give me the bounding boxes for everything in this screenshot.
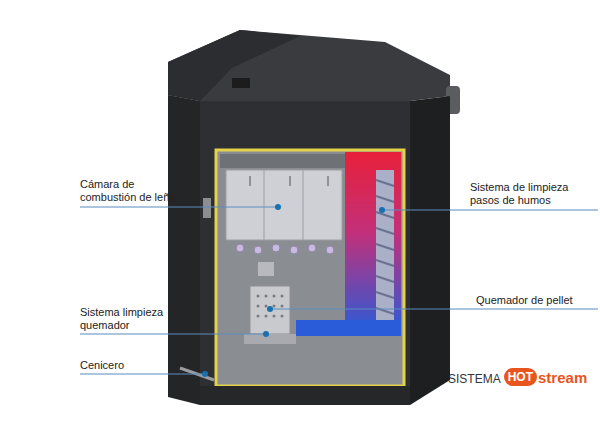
callout-label: Sistema limpieza quemador	[80, 306, 180, 332]
logo-text: stream	[538, 369, 587, 386]
logo-badge: HOT	[504, 368, 537, 386]
callout-label: Cenicero	[80, 359, 180, 372]
callout-label: Quemador de pellet	[476, 294, 596, 307]
callout-label: Cámara de combustión de leña	[80, 178, 188, 204]
callout-label: Sistema de limpieza pasos de humos	[470, 181, 595, 207]
logo-text: SISTEMA	[448, 372, 501, 386]
